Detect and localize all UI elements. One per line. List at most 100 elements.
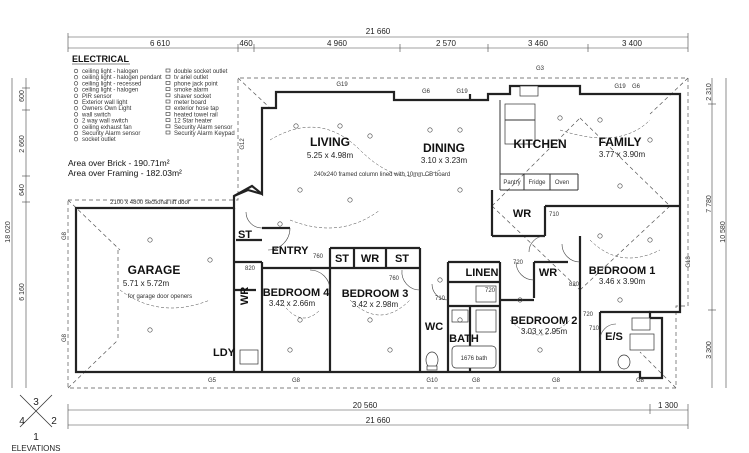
left-dimension-lines <box>11 78 30 388</box>
room-st-3: ST <box>395 253 409 265</box>
window-label: G8 <box>292 378 301 384</box>
room-bedroom-3: BEDROOM 3 <box>342 288 409 300</box>
legend-symbol-icon <box>165 68 171 73</box>
ceiling-light-icon <box>207 257 213 263</box>
room-bedroom-4-size: 3.42 x 2.66m <box>269 299 316 308</box>
legend-symbol-icon <box>165 130 171 135</box>
fixtures <box>239 85 655 371</box>
ceiling-light-icon <box>537 347 543 353</box>
door-code: 820 <box>569 282 580 288</box>
electrical-wiring <box>119 119 661 336</box>
bottom-dimension-lines <box>67 404 689 429</box>
legend-symbol-icon <box>73 75 79 80</box>
legend-item: tv ariel outlet <box>174 75 208 81</box>
room-bedroom-4: BEDROOM 4 <box>263 287 331 299</box>
window-label: G12 <box>240 138 246 150</box>
window-label: G18 <box>686 256 692 268</box>
room-laundry: LDY <box>213 347 236 359</box>
room-family-size: 3.77 x 3.90m <box>599 150 646 159</box>
ceiling-light-icon <box>367 317 373 323</box>
legend-symbol-icon <box>73 112 79 117</box>
ceiling-light-icon <box>147 327 153 333</box>
door-code: 710 <box>549 212 560 218</box>
room-st-2: ST <box>335 253 349 265</box>
window-label: G8 <box>552 378 561 384</box>
ceiling-light-icon <box>457 127 463 133</box>
window-label: G8 <box>636 378 645 384</box>
dim-left-seg-2: 2 660 <box>19 135 26 153</box>
dim-bottom-total: 21 660 <box>366 416 391 425</box>
door-swings <box>245 211 617 341</box>
legend-symbol-icon <box>73 130 79 136</box>
legend-item: ceiling light - recessed <box>82 81 141 87</box>
door-code: 760 <box>313 254 324 260</box>
dim-left-seg-3: 640 <box>19 184 26 196</box>
room-wr-2: WR <box>239 287 251 305</box>
electrical-points <box>147 115 653 353</box>
legend-title: ELECTRICAL <box>72 54 129 64</box>
room-dining-size: 3.10 x 3.23m <box>421 156 468 165</box>
room-living-size: 5.25 x 4.98m <box>307 151 354 160</box>
ceiling-light-icon <box>617 297 623 303</box>
door-code: 720 <box>583 312 594 318</box>
label-column: 240x240 framed column lined with 10mm CB… <box>314 172 450 178</box>
ceiling-light-icon <box>277 221 283 227</box>
room-wr-4: WR <box>513 208 531 220</box>
legend-symbol-icon <box>165 124 171 129</box>
electrical-legend: ELECTRICAL ceiling light - halogenceilin… <box>72 54 235 143</box>
legend-item: wall switch <box>81 112 111 118</box>
legend-symbol-icon <box>165 112 171 116</box>
legend-item: Exterior wall light <box>82 100 128 106</box>
legend-item: double socket outlet <box>174 69 228 75</box>
window-label: G8 <box>62 333 68 342</box>
legend-symbol-icon <box>73 93 79 98</box>
dim-bottom-seg-1: 20 560 <box>353 401 378 410</box>
area-brick: Area over Brick - 190.71m² <box>68 158 170 168</box>
legend-symbol-icon <box>73 81 79 86</box>
legend-symbol-icon <box>165 93 171 98</box>
room-bedroom-1: BEDROOM 1 <box>589 265 656 277</box>
label-garage-door: 2100 x 4800 sectional lift door <box>110 200 190 206</box>
elev-num-1: 1 <box>33 432 39 443</box>
door-code: 710 <box>435 296 446 302</box>
legend-item: Security Alarm sensor <box>82 131 140 137</box>
dim-top-seg-3: 4 960 <box>327 39 348 48</box>
legend-item: ceiling light - halogen pendant <box>82 75 162 81</box>
elev-num-2: 2 <box>51 416 57 427</box>
right-dimension-lines <box>708 78 727 388</box>
ceiling-light-icon <box>287 347 293 353</box>
ceiling-light-icon <box>517 297 523 303</box>
room-living: LIVING <box>310 135 350 149</box>
legend-item: shaver socket <box>174 94 211 100</box>
legend-item: 12 Star heater <box>174 119 212 125</box>
interior-walls <box>232 94 680 372</box>
room-es: E/S <box>605 331 623 343</box>
room-kitchen: KITCHEN <box>513 137 566 151</box>
ceiling-light-icon <box>347 197 353 203</box>
legend-item: phone jack point <box>174 81 218 87</box>
legend-item: meter board <box>174 100 206 106</box>
legend-item: exterior hose tap <box>174 106 219 112</box>
window-label: G10 <box>426 378 438 384</box>
room-bedroom-3-size: 3.42 x 2.98m <box>352 300 399 309</box>
legend-item: Security Alarm Keypad <box>174 131 235 137</box>
room-garage: GARAGE <box>128 263 181 277</box>
window-label: G8 <box>472 378 481 384</box>
window-label: G6 <box>632 84 641 90</box>
legend-item: ceiling light - halogen <box>82 69 138 75</box>
dim-top-total: 21 660 <box>366 27 391 36</box>
legend-item: Security Alarm sensor <box>174 125 232 131</box>
window-label: G8 <box>62 231 68 240</box>
legend-symbol-icon <box>165 81 171 85</box>
legend-symbol-icon <box>73 106 79 111</box>
room-wc: WC <box>425 321 443 333</box>
room-bedroom-1-size: 3.46 x 3.90m <box>599 277 646 286</box>
legend-symbol-icon <box>165 118 171 122</box>
dim-bottom-seg-2: 1 300 <box>658 401 679 410</box>
ceiling-light-icon <box>297 317 303 323</box>
door-code: 760 <box>389 276 400 282</box>
label-pantry: Pantry <box>503 180 520 186</box>
